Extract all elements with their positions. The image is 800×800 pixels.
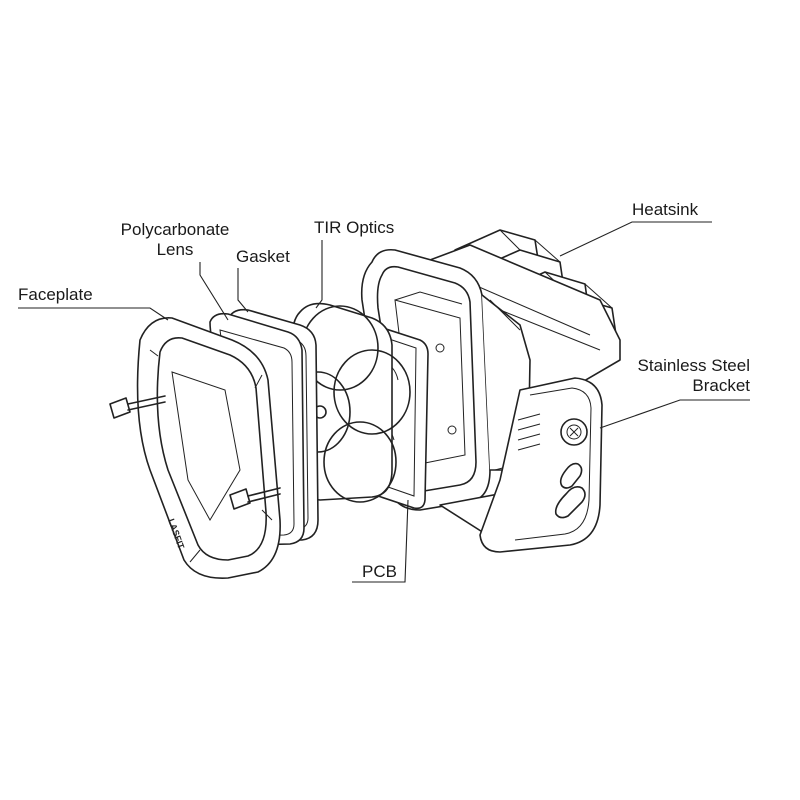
label-gasket: Gasket bbox=[236, 247, 290, 266]
label-faceplate: Faceplate bbox=[18, 285, 93, 304]
label-polycarbonate-lens-line2: Lens bbox=[156, 240, 194, 259]
label-bracket-line1: Stainless Steel bbox=[637, 356, 750, 375]
screws bbox=[109, 395, 281, 510]
label-bracket-line2: Bracket bbox=[692, 376, 750, 395]
leader-lines bbox=[18, 221, 750, 583]
label-tir-optics: TIR Optics bbox=[314, 218, 395, 237]
label-pcb: PCB bbox=[362, 562, 397, 581]
label-heatsink: Heatsink bbox=[632, 200, 699, 219]
label-polycarbonate-lens-line1: Polycarbonate bbox=[120, 220, 230, 239]
bracket bbox=[479, 377, 603, 553]
label-bracket: Stainless Steel Bracket bbox=[620, 356, 750, 396]
label-polycarbonate-lens: Polycarbonate Lens bbox=[100, 220, 250, 260]
